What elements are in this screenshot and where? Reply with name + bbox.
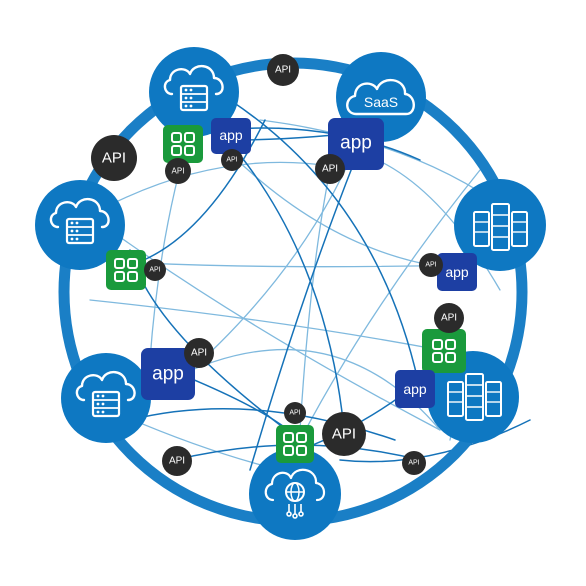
node-server-rack-right-upper[interactable] [454, 179, 546, 271]
api-label: API [172, 167, 185, 176]
app-label: app [403, 381, 427, 397]
saas-cloud-icon: SaaS [346, 79, 415, 116]
api-badge[interactable]: API [267, 54, 299, 86]
api-badge[interactable]: API [91, 135, 137, 181]
app-tile[interactable]: app [437, 253, 477, 291]
api-label: API [425, 262, 436, 269]
app-tile[interactable]: app [141, 348, 195, 400]
app-tile[interactable]: app [328, 118, 384, 170]
connector-line [249, 159, 356, 471]
app-tile[interactable]: app [211, 118, 251, 154]
api-badge[interactable]: API [434, 303, 464, 333]
connector-line [89, 299, 441, 351]
api-badge[interactable]: API [162, 446, 192, 476]
api-label: API [441, 313, 457, 324]
api-label: API [102, 150, 126, 167]
connector-line [109, 161, 331, 206]
api-badge[interactable]: API [402, 451, 426, 475]
app-label: app [340, 133, 372, 154]
api-badge[interactable]: API [165, 158, 191, 184]
app-tile[interactable]: app [395, 370, 435, 408]
api-label: API [191, 348, 207, 359]
api-badge[interactable]: API [419, 253, 443, 277]
api-label: API [332, 426, 356, 443]
api-badge[interactable]: API [221, 149, 243, 171]
app-label: app [219, 127, 243, 143]
node-cloud-server-left-lower[interactable] [61, 353, 151, 443]
node-server-rack-right-lower[interactable] [427, 351, 519, 443]
app-label: app [445, 264, 469, 280]
api-badge[interactable]: API [322, 412, 366, 456]
node-cloud-server-top[interactable] [149, 47, 239, 137]
api-label: API [169, 456, 185, 467]
api-label: API [275, 65, 291, 76]
api-label: API [289, 410, 300, 417]
connector-line [339, 419, 531, 463]
connector-line [229, 99, 421, 391]
node-cloud-server-left-upper[interactable] [35, 180, 125, 270]
api-label: API [322, 164, 338, 175]
connector-line [239, 154, 346, 441]
api-badge[interactable]: API [315, 154, 345, 184]
integration-grid-tile[interactable] [163, 125, 203, 163]
api-label: API [149, 267, 160, 274]
integration-grid-tile[interactable] [106, 250, 146, 290]
saas-label: SaaS [364, 94, 398, 110]
api-badge[interactable]: API [284, 402, 306, 424]
api-label: API [226, 157, 237, 164]
api-label: API [408, 460, 419, 467]
node-cloud-globe-bottom[interactable] [249, 448, 341, 540]
connector-line [289, 169, 481, 461]
integration-grid-tile[interactable] [422, 329, 466, 373]
app-label: app [152, 364, 184, 385]
integration-grid-tile[interactable] [276, 425, 314, 463]
api-badge[interactable]: API [144, 259, 166, 281]
api-badge[interactable]: API [184, 338, 214, 368]
